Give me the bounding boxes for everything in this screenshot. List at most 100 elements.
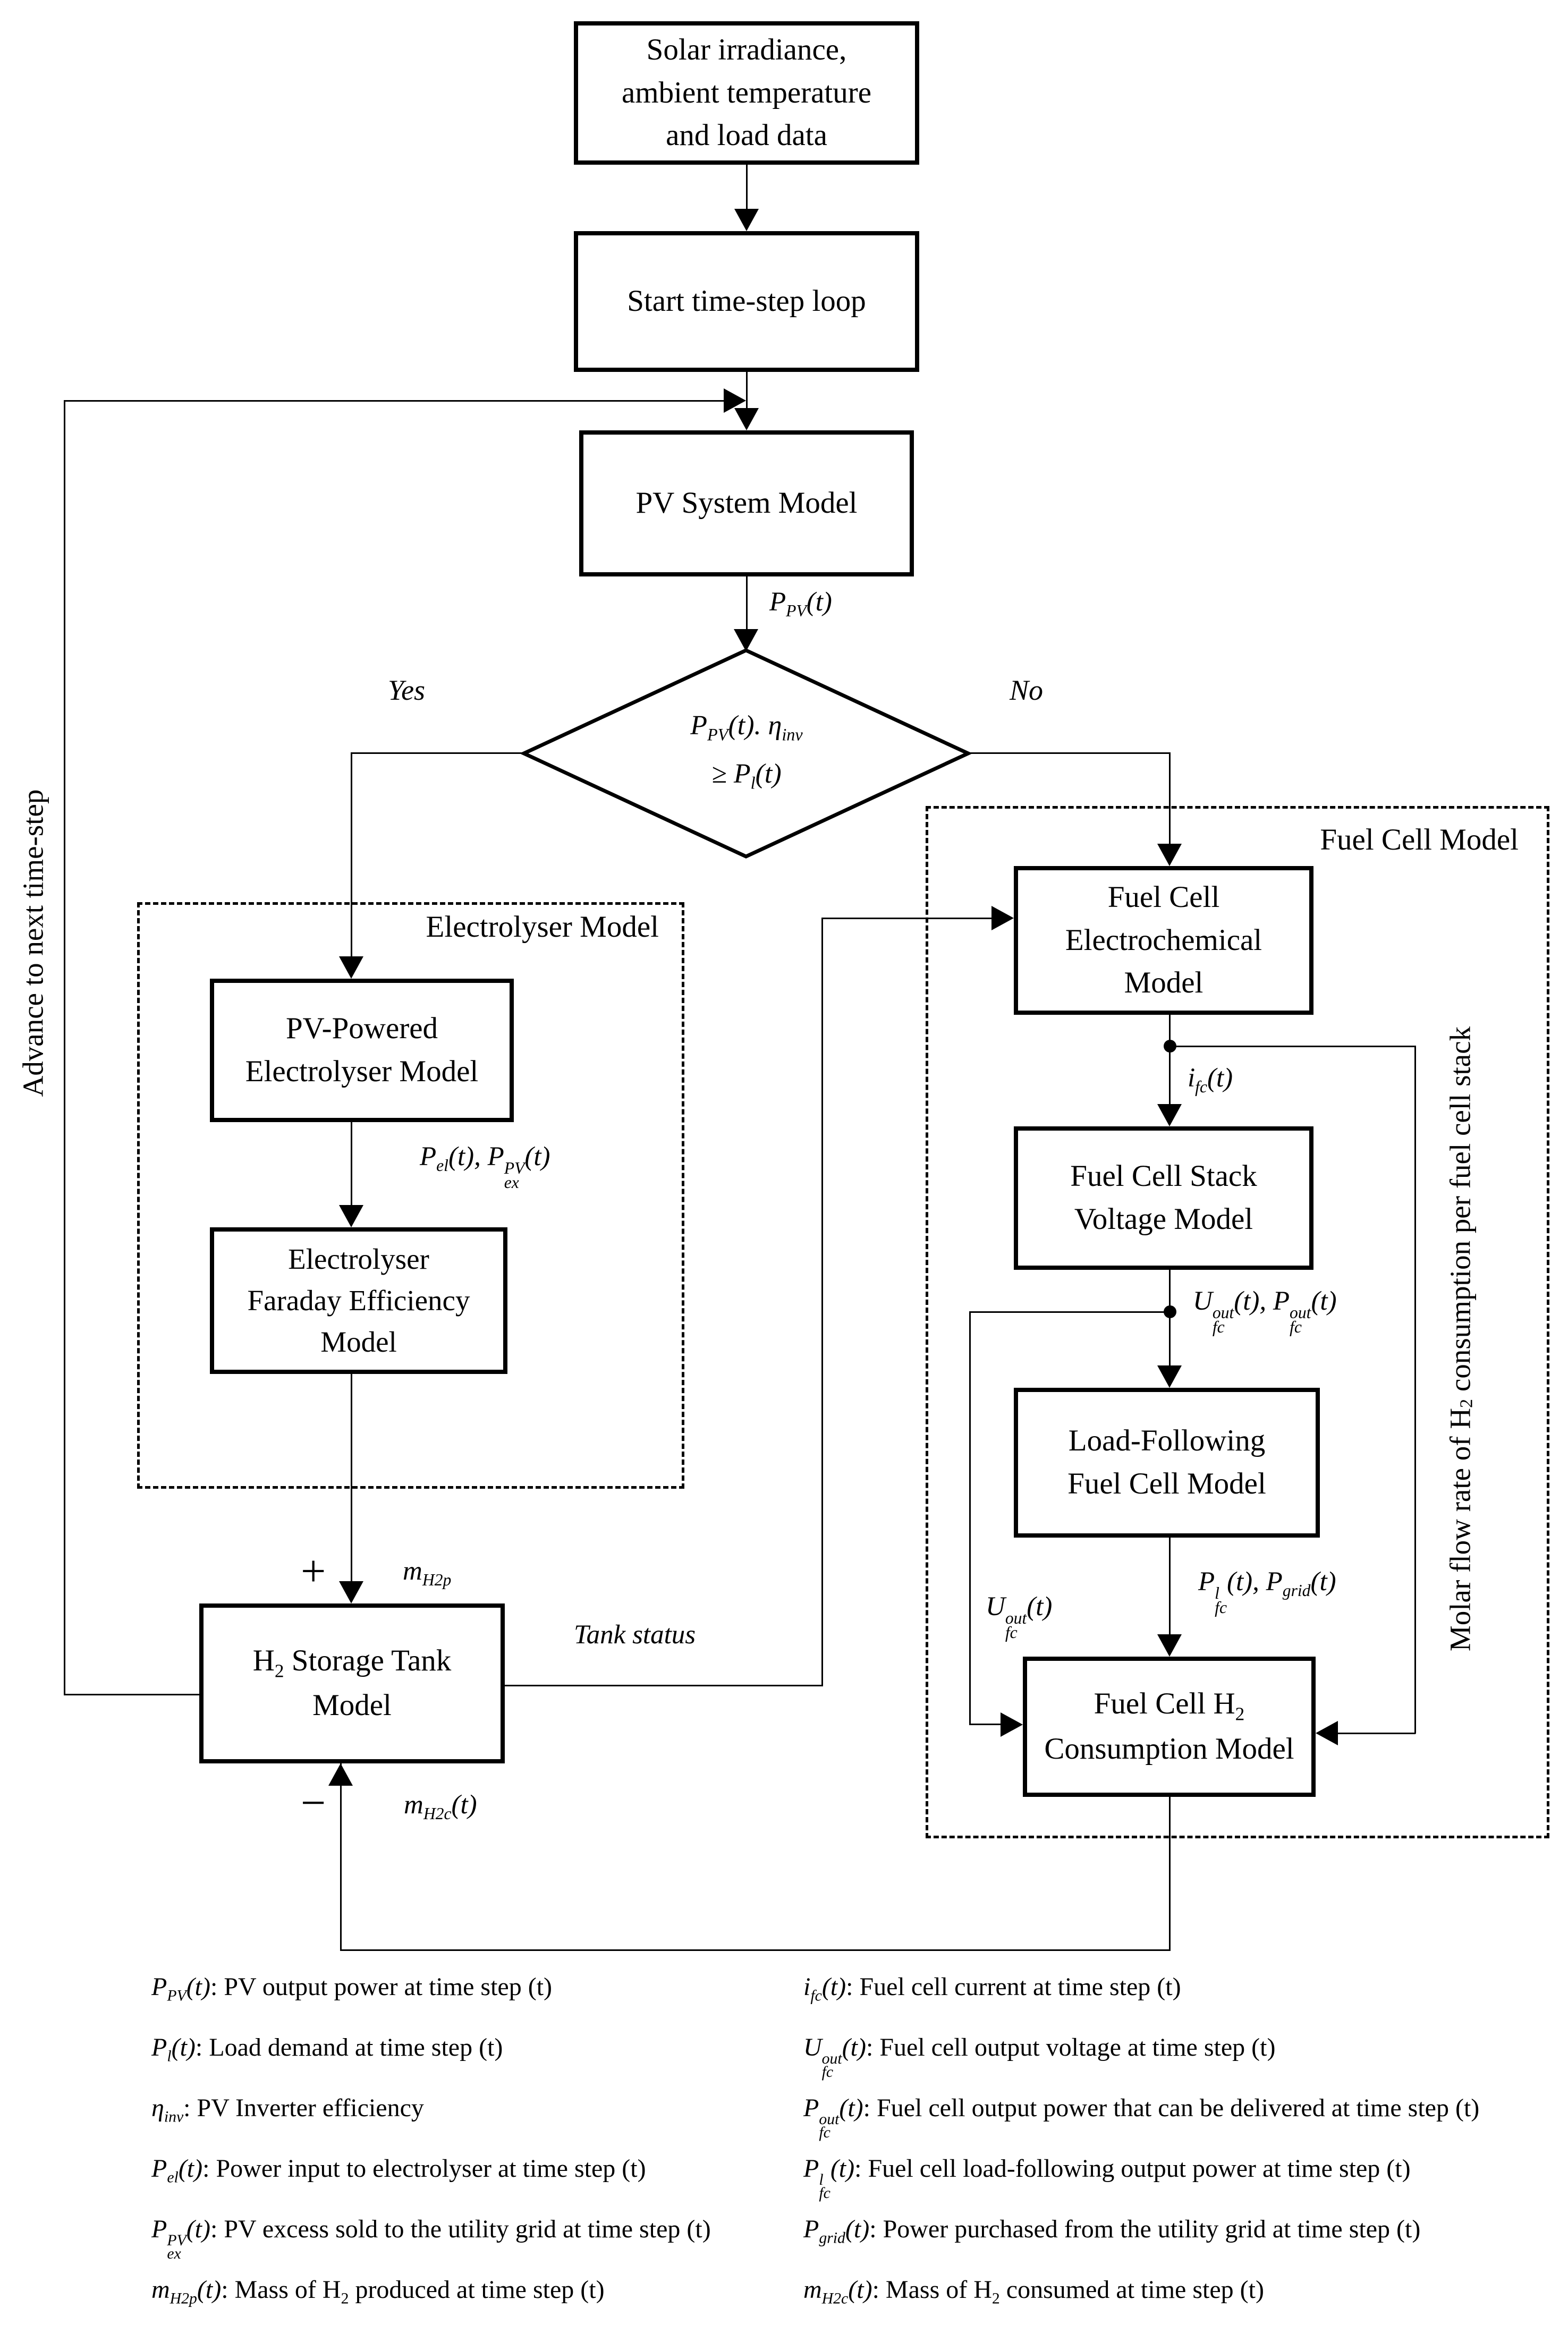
label-plus: + (301, 1547, 326, 1596)
rotated-advance-label: Advance to next time-step (16, 789, 49, 1097)
group-fuel-cell-model-label: Fuel Cell Model (1320, 823, 1519, 856)
line-molar-vertical (1414, 1046, 1416, 1734)
line-molar-branch-top (1170, 1046, 1416, 1047)
node-fc-electrochemical-line: Model (1124, 966, 1203, 1000)
label-mh2c: mH2c(t) (404, 1790, 477, 1823)
line-pv-to-decision (746, 576, 748, 630)
legend-item: ifc(t): Fuel cell current at time step (… (803, 1973, 1181, 2005)
legend-item: mH2p(t): Mass of H2 produced at time ste… (151, 2276, 605, 2307)
arrow-into-pv-electrolyser (339, 956, 363, 979)
line-molar-into-consumption (1337, 1733, 1416, 1734)
node-fc-stack-voltage-line: Fuel Cell Stack (1070, 1159, 1257, 1193)
node-load-following-line: Load-Following (1068, 1424, 1266, 1458)
line-ufc-vertical (969, 1311, 971, 1725)
legend-item: ηinv: PV Inverter efficiency (151, 2094, 424, 2126)
arrow-ufc-into-consumption (1001, 1712, 1023, 1737)
line-loadfollowing-to-consumption (1169, 1538, 1171, 1635)
group-fuel-cell-model (926, 806, 1549, 1838)
node-fc-stack-voltage-line: Voltage Model (1074, 1202, 1253, 1236)
line-start-to-pv (746, 372, 748, 409)
decision-line: PPV(t). ηinv (690, 710, 803, 744)
arrow-into-start-loop (734, 209, 759, 231)
node-input-data-line: ambient temperature (621, 75, 872, 109)
node-fc-electrochemical: Fuel Cell Electrochemical Model (1014, 866, 1313, 1015)
line-tank-status-vertical (821, 918, 823, 1685)
node-fc-h2-consumption-line: Fuel Cell H2 (1094, 1687, 1245, 1725)
arrow-into-tank-bottom (328, 1763, 353, 1786)
node-faraday-line: Faraday Efficiency (247, 1284, 470, 1317)
line-yes-vertical (351, 752, 352, 957)
node-faraday-line: Electrolyser (288, 1242, 429, 1275)
node-fc-stack-voltage: Fuel Cell Stack Voltage Model (1014, 1126, 1313, 1270)
line-feedback-bottom (340, 1949, 1171, 1951)
node-fc-h2-consumption: Fuel Cell H2 Consumption Model (1023, 1657, 1316, 1797)
arrow-molar-into-consumption (1316, 1721, 1338, 1745)
line-ufc-into-consumption (969, 1724, 1002, 1725)
arrow-into-load-following (1157, 1365, 1182, 1388)
junction-ufc (1164, 1305, 1176, 1318)
line-electrolyser-to-faraday (351, 1122, 352, 1206)
node-fc-electrochemical-line: Electrochemical (1065, 923, 1262, 957)
node-load-following: Load-Following Fuel Cell Model (1014, 1388, 1320, 1538)
node-faraday-line: Model (320, 1326, 397, 1359)
line-no-horizontal (968, 752, 1171, 754)
arrow-into-decision (734, 629, 758, 651)
line-no-vertical (1169, 752, 1171, 845)
arrow-into-stack-voltage (1157, 1104, 1182, 1126)
line-tank-status-bottom (505, 1685, 823, 1686)
node-fc-h2-consumption-line: Consumption Model (1044, 1732, 1294, 1766)
rotated-molar-label: Molar flow rate of H2 consumption per fu… (1444, 1026, 1477, 1652)
legend-item: PPV(t): PV output power at time step (t) (151, 1973, 553, 2005)
node-h2-tank: H2 Storage Tank Model (199, 1603, 505, 1763)
legend-item: mH2c(t): Mass of H2 consumed at time ste… (803, 2276, 1264, 2307)
junction-ifc (1164, 1040, 1176, 1053)
line-stack-to-loadfollowing (1169, 1270, 1171, 1367)
label-no: No (1010, 674, 1044, 706)
label-ifc: ifc(t) (1188, 1063, 1233, 1097)
arrow-into-electrochem (1157, 844, 1182, 866)
arrow-into-consumption-top (1157, 1634, 1182, 1657)
node-pv-electrolyser: PV-Powered Electrolyser Model (210, 979, 514, 1122)
line-advance-top (64, 400, 725, 402)
label-yes: Yes (388, 674, 426, 706)
node-input-data-line: and load data (666, 118, 827, 152)
node-pv-system-line: PV System Model (635, 486, 858, 520)
node-pv-electrolyser-line: Electrolyser Model (245, 1055, 479, 1088)
group-electrolyser-model (137, 902, 684, 1489)
line-ufc-branch-top (969, 1311, 1171, 1313)
line-input-to-start (746, 165, 748, 210)
line-advance-vertical (64, 400, 65, 1695)
arrow-tank-status-into-electrochem (991, 906, 1014, 930)
line-consumption-down (1169, 1797, 1171, 1951)
arrow-into-pv-system (734, 408, 759, 430)
node-input-data-line: Solar irradiance, (646, 32, 847, 66)
legend-item: Pgrid(t): Power purchased from the utili… (803, 2215, 1421, 2247)
line-advance-to-tank (64, 1694, 201, 1695)
label-ppv: PPV(t) (769, 587, 832, 621)
arrow-into-faraday (339, 1205, 363, 1227)
node-start-loop-line: Start time-step loop (627, 284, 866, 318)
legend-item: Pel(t): Power input to electrolyser at t… (151, 2154, 646, 2186)
label-tank-status: Tank status (574, 1620, 696, 1650)
line-faraday-to-tank (351, 1374, 352, 1582)
node-start-loop: Start time-step loop (574, 231, 919, 372)
decision-line: ≥ Pl(t) (711, 759, 782, 793)
label-minus: − (301, 1778, 326, 1828)
line-mh2c-vertical (340, 1763, 342, 1950)
node-input-data: Solar irradiance, ambient temperature an… (574, 21, 919, 165)
group-electrolyser-model-label: Electrolyser Model (426, 910, 659, 944)
decision-diamond-shape (521, 648, 971, 859)
node-pv-electrolyser-line: PV-Powered (285, 1012, 438, 1046)
label-mh2p: mH2p (403, 1556, 452, 1590)
line-tank-status-top (821, 918, 993, 919)
line-yes-horizontal (352, 752, 525, 754)
